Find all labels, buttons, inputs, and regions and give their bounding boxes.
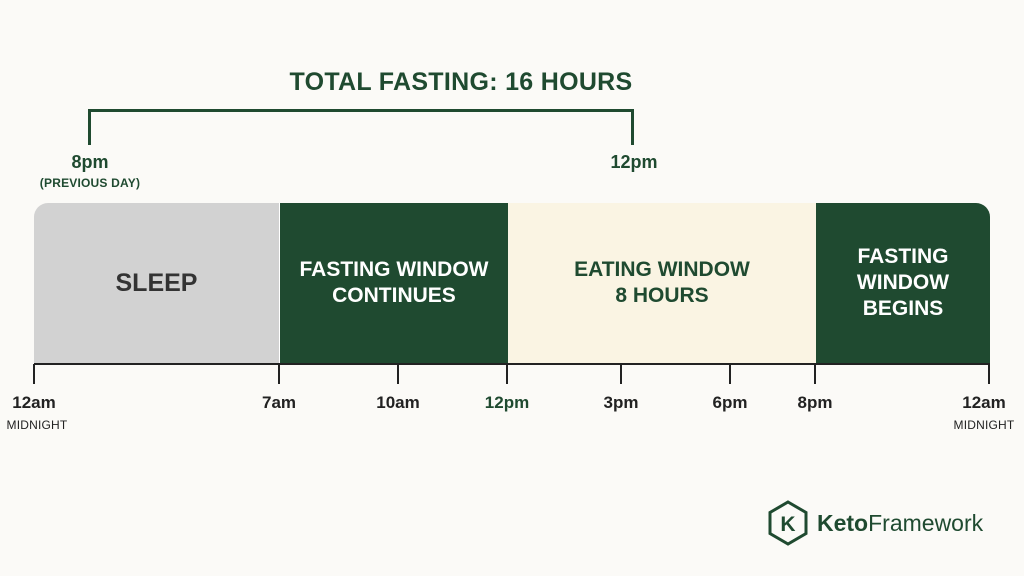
fasting-start-label: 8pm	[71, 152, 109, 172]
tick-6pm	[729, 364, 731, 384]
total-fasting-title: TOTAL FASTING: 16 HOURS	[289, 68, 633, 96]
tick-12pm	[506, 364, 508, 384]
logo-name-bold: Keto	[817, 509, 869, 536]
time-axis	[34, 363, 990, 365]
tick-7am	[278, 364, 280, 384]
timeline-bar: SLEEP FASTING WINDOW CONTINUES EATING WI…	[34, 203, 990, 363]
segment-fasting-begins-label: FASTING WINDOW BEGINS	[856, 245, 950, 320]
logo-name-regular: Framework	[868, 509, 984, 536]
segment-fasting-continues: FASTING WINDOW CONTINUES	[280, 203, 508, 363]
segment-fasting-continues-label: FASTING WINDOW CONTINUES	[299, 258, 489, 307]
tick-label-12am-start: 12am	[12, 393, 56, 412]
tick-label-7am: 7am	[261, 393, 297, 412]
logo-text: KetoFramework	[817, 510, 983, 537]
fasting-start-sublabel: (PREVIOUS DAY)	[39, 176, 141, 190]
tick-12am-start	[33, 364, 35, 384]
tick-label-8pm: 8pm	[797, 393, 833, 412]
tick-sublabel-midnight-end: MIDNIGHT	[953, 418, 1015, 432]
fasting-bracket-right	[631, 109, 634, 145]
fasting-bracket-line	[90, 109, 633, 112]
segment-eating-window: EATING WINDOW 8 HOURS	[508, 203, 816, 363]
logo-letter: K	[780, 513, 795, 536]
fasting-end-label: 12pm	[610, 152, 658, 172]
tick-12am-end	[988, 364, 990, 384]
fasting-bracket-left	[88, 109, 91, 145]
tick-8pm	[814, 364, 816, 384]
tick-3pm	[620, 364, 622, 384]
segment-sleep-label: SLEEP	[115, 269, 198, 297]
tick-label-12pm: 12pm	[484, 393, 530, 412]
ketoframework-logo: K KetoFramework	[767, 499, 983, 547]
segment-fasting-begins: FASTING WINDOW BEGINS	[816, 203, 990, 363]
segment-eating-window-label: EATING WINDOW 8 HOURS	[574, 258, 750, 307]
k-hexagon-icon: K	[768, 500, 808, 546]
tick-label-12am-end: 12am	[962, 393, 1006, 412]
tick-label-6pm: 6pm	[712, 393, 748, 412]
tick-label-10am: 10am	[376, 393, 420, 412]
tick-label-3pm: 3pm	[603, 393, 639, 412]
tick-sublabel-midnight-start: MIDNIGHT	[6, 418, 68, 432]
segment-sleep: SLEEP	[34, 203, 280, 363]
tick-10am	[397, 364, 399, 384]
